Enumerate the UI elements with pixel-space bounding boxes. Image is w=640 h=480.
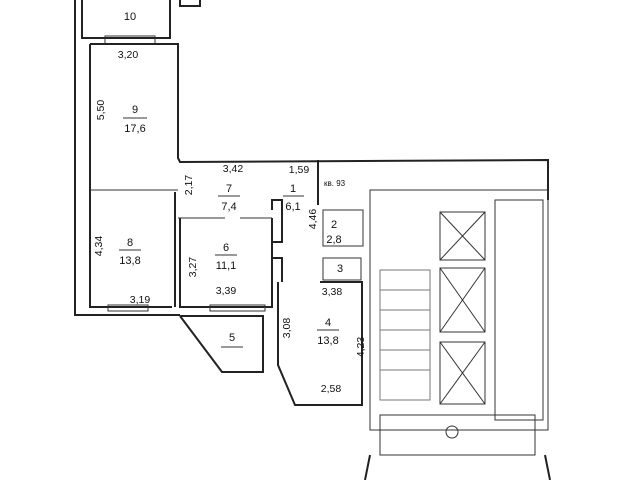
dimension: 3,27 (187, 257, 199, 278)
dimension: 3,38 (322, 286, 343, 298)
dimension: 4,34 (93, 236, 105, 257)
room-number-6: 6 (223, 242, 229, 254)
dimension: 3,39 (216, 285, 237, 297)
room-area-1: 6,1 (285, 201, 300, 213)
dimension: 3,20 (118, 49, 139, 61)
room-number-4: 4 (325, 317, 331, 329)
dimension: 2,17 (183, 175, 195, 196)
dimension: 1,59 (289, 164, 310, 176)
dimension: 3,19 (130, 294, 151, 306)
walls (74, 0, 551, 480)
room-number-8: 8 (127, 237, 133, 249)
elevator (439, 341, 486, 405)
elevator (439, 267, 486, 333)
room-number-2: 2 (331, 219, 337, 231)
room-number-3: 3 (337, 263, 343, 275)
room-area-4: 13,8 (317, 335, 338, 347)
dimension: 4,23 (355, 337, 367, 358)
window (107, 304, 149, 312)
dimension: 4,46 (307, 209, 319, 230)
room-number-9: 9 (132, 104, 138, 116)
room-area-9: 17,6 (124, 123, 145, 135)
stairwell (369, 189, 549, 431)
dimension: 5,50 (95, 100, 107, 121)
apartment-label: кв. 93 (324, 179, 346, 188)
room-area-7: 7,4 (221, 201, 236, 213)
room-area-6: 11,1 (216, 260, 237, 272)
dimension: 2,58 (321, 383, 342, 395)
room-number-1: 1 (290, 183, 296, 195)
room-area-8: 13,8 (119, 255, 140, 267)
dimension: 3,42 (223, 163, 244, 175)
room-number-7: 7 (226, 183, 232, 195)
room-number-5: 5 (229, 332, 235, 344)
dimension: 3,08 (281, 318, 293, 339)
room-number-10: 10 (124, 11, 136, 23)
window (209, 304, 266, 312)
stairs (379, 269, 431, 401)
room-area-2: 2,8 (326, 234, 341, 246)
elevator (439, 211, 486, 261)
